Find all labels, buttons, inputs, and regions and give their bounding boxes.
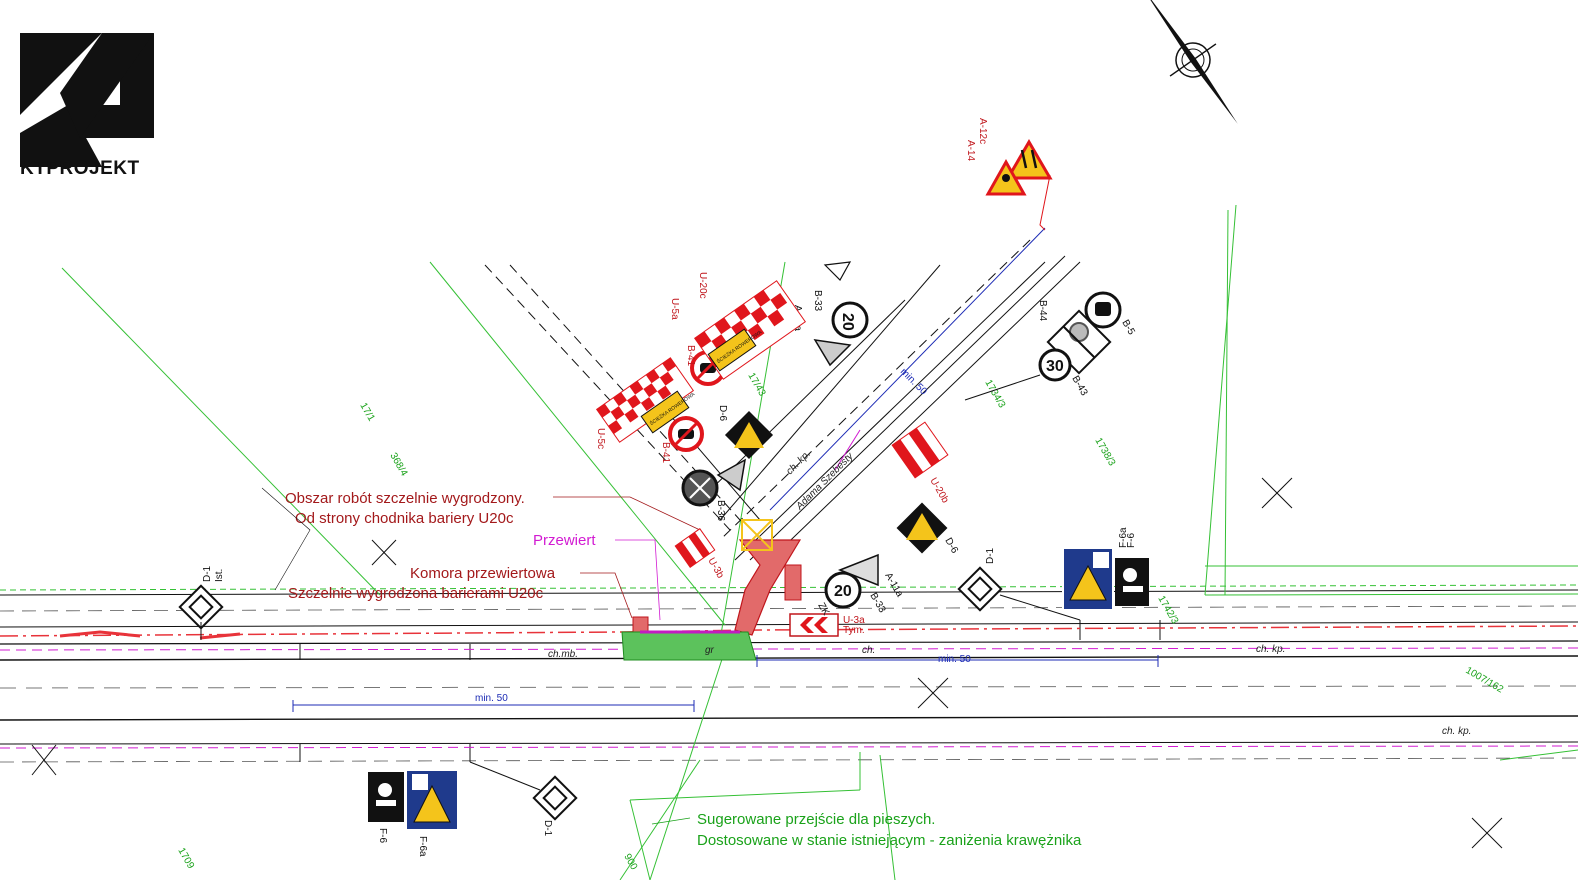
parcel-17-1: 17/1 [357, 401, 376, 424]
note-chamber-line2: Szczelnie wygrodzona barierami U20c [288, 585, 544, 602]
note-area-line1: Obszar robót szczelnie wygrodzony. [285, 490, 525, 507]
label-f6a-right: F-6a [1118, 527, 1129, 548]
label-f6-bottom: F-6 [377, 828, 388, 843]
label-f6-right: F-6 [1126, 533, 1137, 548]
sign-b5 [1084, 291, 1122, 329]
dim-min-diag: min. 50 [898, 366, 929, 397]
speed-20-value: 20 [834, 583, 852, 600]
dimension-min-left [292, 700, 695, 712]
label-d6-left: D-6 [717, 405, 728, 422]
sign-a11a-top [813, 339, 852, 367]
label-d1-bottom: D-1 [542, 820, 553, 837]
note-drill: Przewiert [533, 532, 596, 549]
parcel-1742-3: 1742/3 [1155, 594, 1180, 626]
label-u20b: U-20b [927, 476, 950, 505]
label-b5: B-5 [1119, 318, 1137, 337]
label-a14: A-14 [965, 140, 976, 162]
sign-b36 [681, 469, 719, 507]
label-b36: B-36 [715, 500, 726, 522]
label-a12c: A-12c [977, 118, 988, 144]
sign-d6-right [896, 502, 948, 554]
label-f6a-bottom: F-6a [417, 836, 428, 857]
parcel-1734-3: 1734/3 [982, 378, 1007, 410]
label-chmb: ch.mb. [548, 649, 578, 660]
label-u5a: U-5a [669, 298, 680, 320]
label-b43: B-43 [1069, 374, 1089, 398]
sign-d1-bottom [469, 761, 578, 821]
speed-20-top-value: 20 [839, 313, 856, 331]
ktprojekt-logo [20, 33, 154, 167]
sign-d1-right [957, 566, 1081, 621]
dim-min-left: min. 50 [475, 693, 508, 704]
logo-text: KTPROJEKT [20, 158, 140, 179]
sign-f6-bottom [368, 772, 404, 822]
side-street [484, 239, 1081, 561]
label-chkp-2: ch. kp. [1442, 726, 1471, 737]
label-b41-b: B-41 [660, 442, 671, 464]
label-chkp-1: ch. kp. [1256, 644, 1285, 655]
sign-a11a [837, 553, 879, 587]
parcel-368-4: 368/4 [387, 451, 409, 479]
barrier-u20b [891, 421, 949, 479]
barrier-u20c-small [674, 528, 716, 568]
sign-d1-left [178, 584, 224, 640]
parcel-lines [0, 204, 1578, 880]
sign-speed-20-top [831, 301, 869, 339]
sign-speed-20 [824, 571, 862, 609]
sign-f6-right [1115, 558, 1149, 606]
sign-d6-left [724, 410, 774, 460]
label-b41-a: B-41 [685, 345, 696, 367]
north-arrow [1142, 0, 1238, 124]
label-d1-left-ist: Ist. [214, 569, 225, 582]
label-u5c: U-5c [595, 428, 606, 449]
label-a11a: A-11a [882, 571, 905, 599]
dimension-min-right [756, 655, 1159, 667]
label-b33: B-33 [867, 591, 887, 615]
label-d1-right: D-1 [985, 547, 996, 564]
label-b33-top: B-33 [812, 290, 823, 312]
parcel-1007-162: 1007/162 [1464, 665, 1506, 696]
label-ch: ch. [862, 645, 875, 656]
label-d6-right: D-6 [942, 536, 960, 556]
main-road [0, 589, 1578, 763]
note-crossing-line2: Dostosowane w stanie istniejącym - zaniż… [697, 832, 1082, 849]
note-area-line2: Od strony chodnika bariery U20c [295, 510, 514, 527]
parcel-1709: 1709 [175, 846, 196, 871]
speed-30-value: 30 [1046, 358, 1064, 375]
parcel-1738-3: 1738/3 [1092, 436, 1117, 468]
dim-min-right: min. 50 [938, 654, 971, 665]
sign-b41-b [668, 416, 704, 452]
sign-a14 [985, 158, 1027, 196]
sign-f6a-bottom [405, 769, 459, 831]
sign-a12c [1005, 139, 1053, 180]
label-u20c: U-20c [697, 272, 708, 299]
label-d1-left: D-1 [202, 565, 213, 582]
excavation-area [621, 519, 802, 661]
label-chkp-3: ch. kp. [784, 449, 813, 478]
label-u3-tym: Tym. [843, 625, 865, 636]
survey-marks [31, 477, 1503, 849]
sign-speed-30 [1038, 348, 1072, 382]
label-gr: gr [705, 645, 715, 656]
note-crossing-line1: Sugerowane przejście dla pieszych. [697, 811, 935, 828]
label-b44: B-44 [1037, 300, 1048, 322]
label-u3b: U-3b [705, 556, 726, 581]
sign-f6a-right [1062, 547, 1114, 611]
note-chamber-line1: Komora przewiertowa [410, 565, 556, 582]
label-u3: U-3a [843, 615, 865, 626]
sign-u3-chevron [789, 613, 839, 637]
barrier-u20c-left [595, 357, 695, 443]
